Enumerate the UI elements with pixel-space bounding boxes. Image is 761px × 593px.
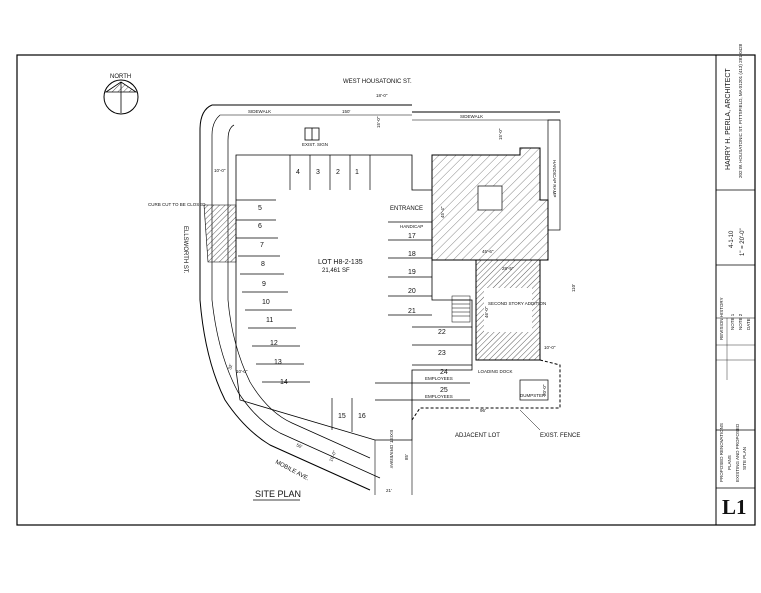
architect-name: HARRY H. PERLA, ARCHITECT	[725, 68, 732, 170]
space-12: 12	[270, 340, 278, 347]
drawing-scale: 1" = 20'-0"	[740, 228, 746, 256]
dim-20: 20'-0"	[542, 384, 547, 396]
employees-24-label: EMPLOYEES	[425, 376, 453, 381]
loading-dock-label: LOADING DOCK	[478, 369, 513, 374]
stairs	[451, 295, 471, 323]
dim-150: 150'	[342, 109, 351, 114]
dumpster-label: DUMPSTER	[520, 393, 546, 398]
dim-10a: 10'-0"	[214, 168, 226, 173]
north-arrow-icon	[103, 79, 139, 115]
space-6: 6	[258, 223, 262, 230]
sidewalk-right-label: SIDEWALK	[460, 114, 483, 119]
dim-110: 110'	[571, 284, 576, 292]
space-14: 14	[280, 379, 288, 386]
project-sub2: EXISTING AND PROPOSED	[735, 423, 740, 482]
dim-21: 21'	[386, 488, 392, 493]
site-plan-title: SITE PLAN	[255, 489, 301, 499]
revision-history: REVISION HISTORY	[719, 297, 724, 340]
handicap-label: HANDICAP	[400, 224, 423, 229]
dim-32: 32'	[227, 363, 233, 370]
space-8: 8	[261, 261, 265, 268]
second-story-label: SECOND STORY ADDITION	[488, 301, 546, 306]
project-sub3: SITE PLAN	[742, 447, 747, 470]
north-label: NORTH	[110, 74, 131, 80]
parking-lot-boundary	[235, 154, 473, 441]
space-11: 11	[266, 317, 273, 324]
space-10: 10	[262, 299, 270, 306]
right-stalls	[375, 221, 472, 401]
curb-cut-label: CURB CUT TO BE CLOSED	[148, 202, 206, 207]
dumpster	[519, 379, 549, 401]
space-25: 25	[440, 387, 448, 394]
dim-50: 50'	[296, 442, 304, 449]
project-sub: PLANS	[727, 455, 732, 470]
revision-note-2: NOTE 2	[738, 313, 743, 330]
space-24: 24	[440, 369, 448, 376]
sidewalk-north-label: SIDEWALK	[248, 109, 271, 114]
street-north: WEST HOUSATONIC ST.	[343, 79, 412, 85]
dim-46: 46'-0"	[484, 306, 489, 318]
dim-85: 85'	[404, 454, 409, 460]
space-9: 9	[262, 281, 266, 288]
space-4: 4	[296, 169, 300, 176]
revision-note-1: NOTE 1	[730, 313, 735, 330]
space-5: 5	[258, 205, 262, 212]
project-name: PROPOSED RENOVATIONS	[719, 423, 724, 482]
dim-28-5: 28'-5"	[502, 266, 514, 271]
dim-10b: 10'-0"	[236, 369, 248, 374]
space-19: 19	[408, 269, 416, 276]
space-17: 17	[408, 233, 416, 240]
handicap-ramp	[547, 119, 561, 231]
dim-15b: 15'-0"	[498, 128, 503, 140]
sheet-number: L1	[722, 495, 747, 519]
dim-15a: 15'-0"	[376, 116, 381, 128]
curb-cut	[203, 204, 237, 263]
space-16: 16	[358, 413, 366, 420]
exist-sign-label: EXIST. SIGN	[302, 142, 328, 147]
dim-45-4: 45'-4"	[440, 206, 445, 218]
space-1: 1	[355, 169, 359, 176]
revision-date: DATE	[746, 318, 751, 330]
handicap-ramp-label: HANDICAP RAMP	[552, 160, 557, 197]
space-3: 3	[316, 169, 320, 176]
space-20: 20	[408, 288, 416, 295]
space-13: 13	[274, 359, 282, 366]
dim-18: 18'-0"	[376, 93, 388, 98]
left-stalls	[236, 199, 310, 383]
space-7: 7	[260, 242, 264, 249]
architect-address: 202 W. HOUSATONIC ST. PITTSFIELD, MA 012…	[738, 43, 743, 178]
dim-10d: 10'-0"	[328, 449, 337, 462]
exist-fence-label: EXIST. FENCE	[540, 433, 580, 439]
lot-area: 21,461 SF	[322, 268, 350, 274]
west-street-label: ELLSWORTH ST.	[182, 226, 188, 274]
space-15: 15	[338, 413, 346, 420]
space-21: 21	[408, 308, 416, 315]
sheet-border	[16, 54, 756, 526]
entrance-label: ENTRANCE	[390, 206, 423, 212]
space-18: 18	[408, 251, 416, 258]
adjacent-lot-label: ADJACENT LOT	[455, 433, 500, 439]
west-street-outline	[199, 104, 371, 491]
dim-96: 96'	[480, 408, 486, 413]
lot-id: LOT H8-2-135	[318, 259, 363, 266]
dim-10c: 10'-0"	[544, 345, 556, 350]
drawing-date: 4-1-10	[729, 230, 735, 248]
exist-driveway-label: EXIST. DRIVEWAY	[389, 430, 394, 469]
employees-25-label: EMPLOYEES	[425, 394, 453, 399]
south-street-label: MOBILE AVE.	[274, 459, 310, 482]
space-2: 2	[336, 169, 340, 176]
space-23: 23	[438, 350, 446, 357]
dim-45-6: 45'-6"	[482, 249, 494, 254]
top-stalls	[289, 155, 371, 190]
space-22: 22	[438, 329, 446, 336]
